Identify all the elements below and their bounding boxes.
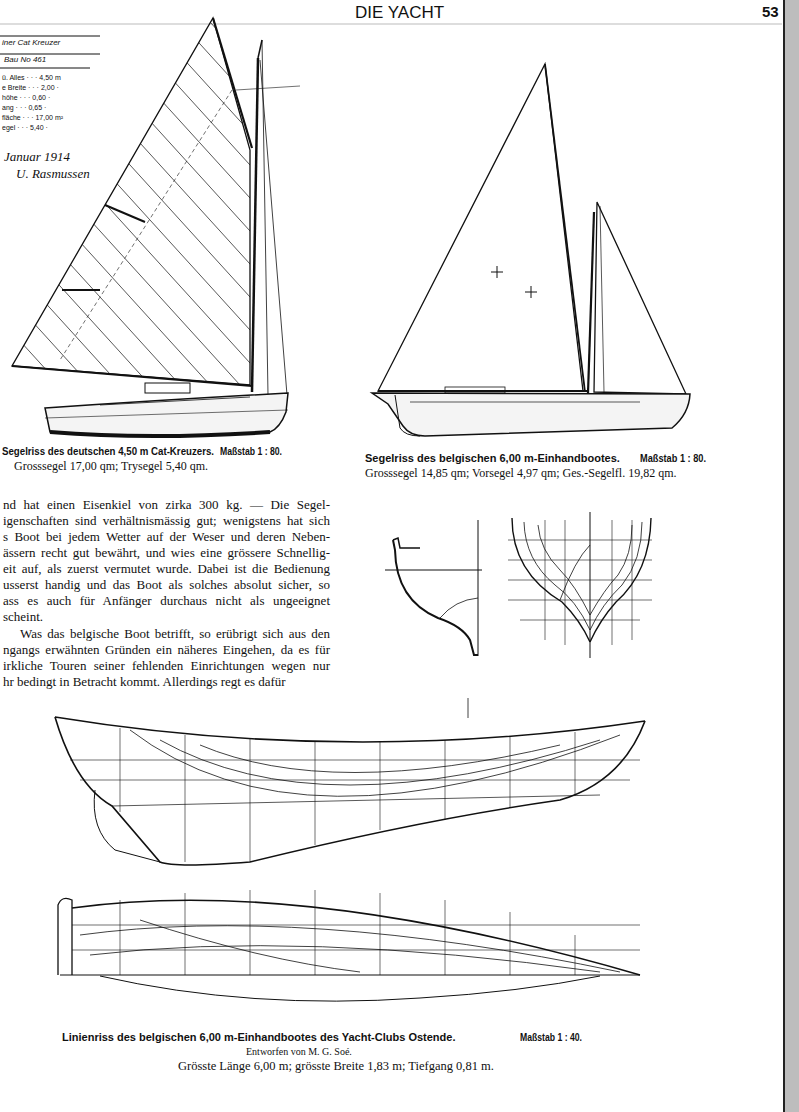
caption: Maßstab 1 : 40.: [520, 1031, 582, 1043]
body-text: nd hat einen Eisenkiel von zirka 300 kg.…: [3, 498, 330, 512]
lines-profile: [55, 698, 645, 865]
body-text: irkliche Touren seiner fehlenden Einrich…: [3, 659, 330, 673]
body-text: igenschaften sind verhältnismässig gut; …: [3, 514, 330, 528]
handwritten-date: Januar 1914: [4, 150, 70, 164]
body-text: ngangs erwähnten Gründen ein näheres Ein…: [3, 643, 330, 657]
scan-edge: [783, 0, 785, 1112]
body-text: ass es auch für Anfänger durchaus nicht …: [3, 594, 330, 608]
belgian-sail-plan: [372, 64, 690, 436]
body-text: hr bedingt in Betracht kommt. Allerdings…: [3, 675, 286, 689]
table-cell: fläche · · · 17,00 m²: [2, 114, 63, 122]
header-rule: [0, 24, 782, 25]
header-title: DIE YACHT: [355, 4, 444, 23]
body-text: s Boot bei jedem Wetter auf der Weser un…: [3, 530, 330, 544]
body-plan: [508, 512, 652, 658]
caption: Segelriss des belgischen 6,00 m-Einhandb…: [365, 452, 620, 464]
table-cell: egel · · · 5,40 ·: [2, 124, 48, 132]
scan-margin: [784, 0, 799, 1112]
caption: Maßstab 1 : 80.: [220, 445, 282, 457]
caption: Segelriss des deutschen 4,50 m Cat-Kreuz…: [2, 445, 214, 457]
caption: Linienriss des belgischen 6,00 m-Einhand…: [62, 1031, 455, 1043]
lines-plan-view: [58, 890, 640, 1001]
caption: Grosssegel 14,85 qm; Vorsegel 4,97 qm; G…: [365, 467, 677, 480]
table-cell: e Breite · · · 2,00 ·: [2, 84, 59, 92]
table-cell: Bau No 461: [4, 56, 46, 65]
caption: Entworfen von M. G. Soé.: [246, 1046, 352, 1057]
table-cell: iner Cat Kreuzer: [2, 39, 60, 48]
table-cell: ang · · · 0,65 ·: [2, 104, 46, 112]
table-cell: höhe · · · 0,60 ·: [2, 94, 50, 102]
body-text: ässern recht gut bewährt, und wies eine …: [3, 546, 330, 560]
caption: Grosssegel 17,00 qm; Trysegel 5,40 qm.: [14, 460, 208, 473]
table-cell: ü. Alles · · · 4,50 m: [2, 74, 61, 82]
body-text: scheint.: [3, 610, 43, 624]
body-text: Was das belgische Boot betrifft, so erüb…: [20, 627, 330, 641]
cat-sail-plan: [0, 0, 590, 440]
signature: U. Rasmussen: [16, 167, 90, 181]
page-number: 53: [762, 4, 779, 21]
caption: Maßstab 1 : 80.: [640, 452, 706, 464]
body-text: usserst handig und das Boot als solches …: [3, 578, 330, 592]
body-text: eit auf, als zuerst vermutet wurde. Dabe…: [3, 562, 330, 576]
midship-section: [385, 520, 482, 656]
caption: Grösste Länge 6,00 m; grösste Breite 1,8…: [178, 1060, 494, 1074]
